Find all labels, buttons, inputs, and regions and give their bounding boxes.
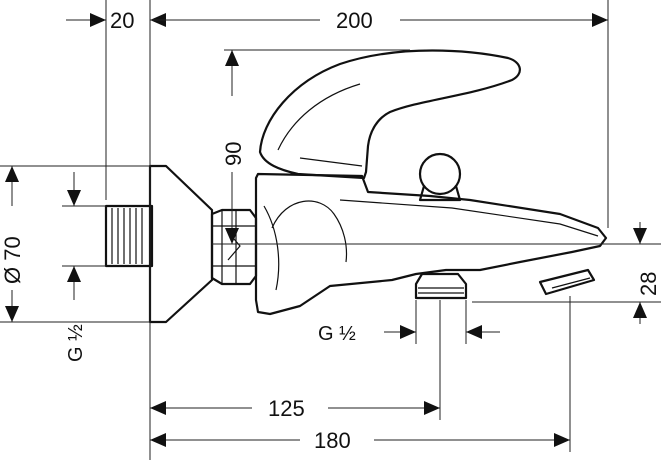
faucet-body — [104, 49, 608, 324]
dim-200-label: 200 — [336, 8, 373, 33]
dim-125-label: 125 — [268, 396, 305, 421]
dim-20-label: 20 — [110, 8, 134, 33]
dim-180-label: 180 — [314, 428, 351, 453]
hex-nut — [210, 208, 258, 286]
dimension-125: 125 — [150, 396, 440, 421]
dimension-thread-bottom: G ½ — [318, 300, 500, 345]
dim-70-label: Ø 70 — [0, 236, 25, 284]
wall-flange — [148, 164, 214, 324]
dimension-28: 28 — [633, 222, 661, 324]
thread-left-label: G ½ — [65, 324, 87, 362]
dimension-90: 90 — [221, 50, 246, 244]
diverter-knob — [418, 152, 462, 202]
thread-bottom-label: G ½ — [318, 323, 356, 345]
shower-outlet — [414, 272, 468, 300]
spout-aerator — [538, 268, 596, 296]
dimension-diameter-70: Ø 70 — [0, 166, 25, 322]
dim-28-label: 28 — [636, 272, 661, 296]
lever-handle — [258, 49, 521, 180]
mixer-body — [254, 172, 608, 316]
dim-90-label: 90 — [221, 142, 246, 166]
dimension-20: 20 — [66, 8, 166, 33]
dimension-thread-left: G ½ — [65, 172, 87, 362]
inlet-thread — [104, 204, 154, 268]
dimension-200: 200 — [150, 8, 608, 33]
dimension-180: 180 — [150, 428, 570, 453]
